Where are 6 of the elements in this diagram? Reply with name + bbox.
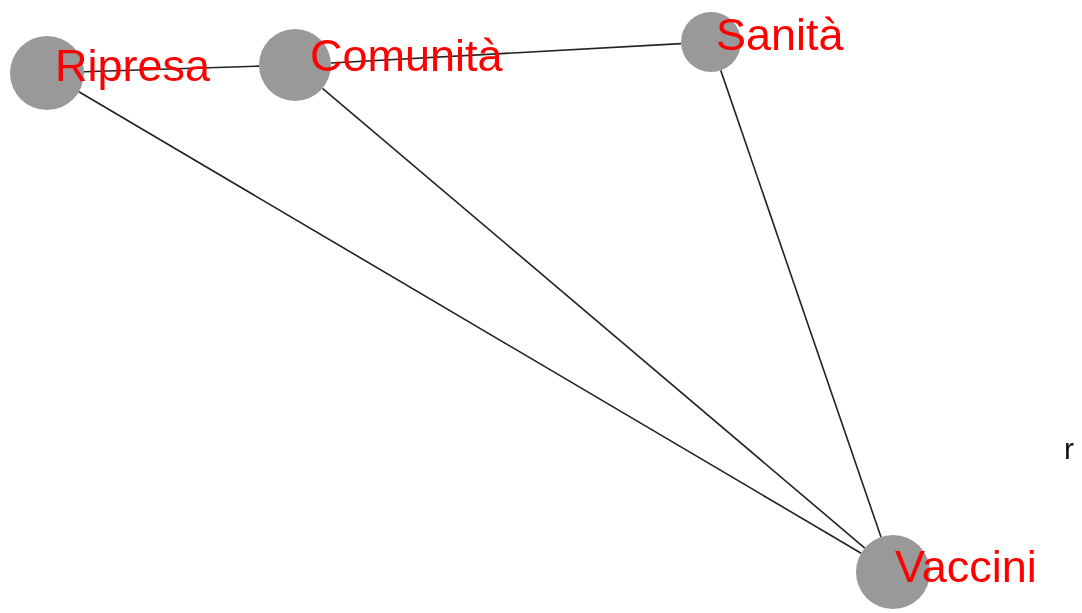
connector-line — [78, 91, 862, 554]
connector-line — [719, 69, 882, 538]
connector-line — [321, 87, 866, 549]
node-label: Vaccini — [895, 544, 1037, 589]
node-label: Sanità — [716, 12, 844, 57]
text-fragment: r — [1064, 434, 1074, 464]
